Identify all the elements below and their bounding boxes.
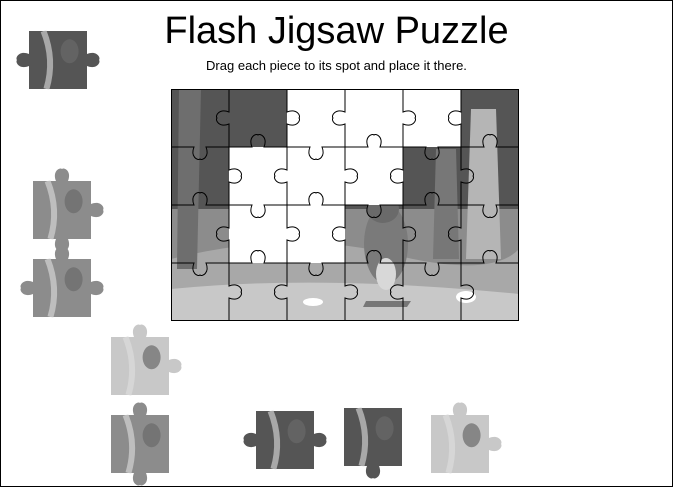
puzzle-board-canvas xyxy=(171,89,519,321)
loose-puzzle-piece[interactable] xyxy=(16,29,100,90)
loose-puzzle-piece[interactable] xyxy=(20,246,104,318)
empty-slot[interactable] xyxy=(345,89,403,147)
instructions-text: Drag each piece to its spot and place it… xyxy=(206,58,467,73)
puzzle-piece-shape xyxy=(243,411,327,469)
empty-slot[interactable] xyxy=(287,147,345,205)
loose-puzzle-piece[interactable] xyxy=(33,168,104,252)
puzzle-board[interactable] xyxy=(171,89,519,321)
empty-slot[interactable] xyxy=(287,205,345,263)
empty-slot[interactable] xyxy=(229,147,287,205)
empty-slot[interactable] xyxy=(345,147,403,205)
puzzle-piece-shape xyxy=(16,31,100,89)
empty-slot[interactable] xyxy=(229,205,287,263)
loose-puzzle-piece[interactable] xyxy=(344,406,402,479)
puzzle-piece-shape xyxy=(20,246,104,317)
puzzle-piece-shape xyxy=(111,402,169,486)
empty-slot[interactable] xyxy=(287,89,345,147)
empty-slots xyxy=(229,89,461,263)
loose-puzzle-piece[interactable] xyxy=(111,402,169,486)
loose-puzzle-piece[interactable] xyxy=(243,409,327,470)
page-title: Flash Jigsaw Puzzle xyxy=(164,10,509,52)
puzzle-piece-shape xyxy=(344,408,402,479)
loose-puzzle-piece[interactable] xyxy=(111,324,182,396)
board-grid xyxy=(171,89,519,321)
empty-slot[interactable] xyxy=(403,89,461,147)
loose-puzzle-piece[interactable] xyxy=(431,402,502,474)
